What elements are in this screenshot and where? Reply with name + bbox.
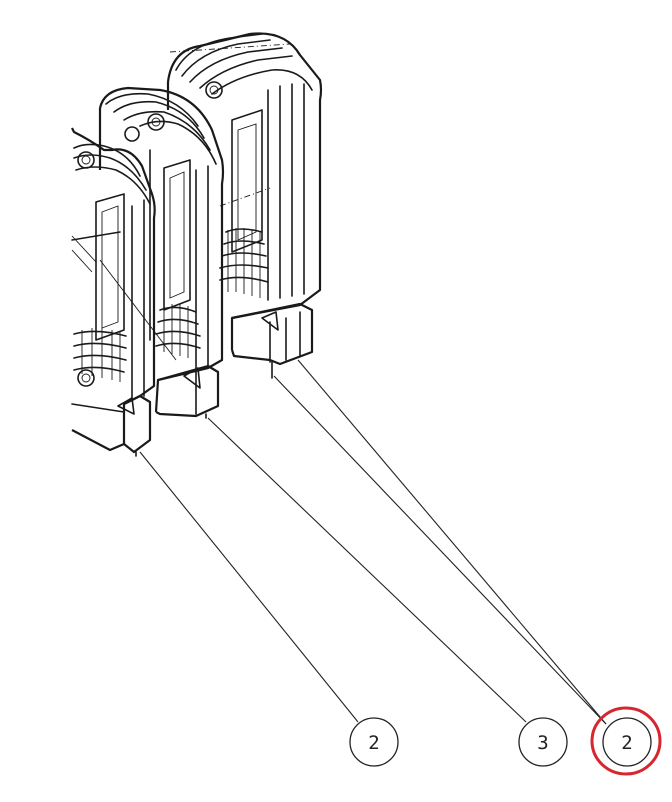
- leader-line: [273, 375, 607, 725]
- module-rear: [166, 32, 323, 379]
- module-front: [71, 127, 156, 457]
- callout-balloon: 2: [349, 717, 399, 767]
- callout-label: 3: [537, 732, 548, 754]
- callout-label: 2: [368, 732, 379, 754]
- phantom-line: [219, 187, 271, 207]
- leader-line: [207, 417, 527, 723]
- highlight-ring: [590, 706, 662, 776]
- callout-label: 2: [621, 732, 632, 754]
- callout-balloon: 2: [602, 717, 652, 767]
- callout-balloon: 3: [518, 717, 568, 767]
- phantom-line: [169, 43, 291, 53]
- leader-lines: [139, 359, 607, 725]
- module-middle: [98, 86, 225, 419]
- phantom-line: [99, 259, 177, 361]
- leader-line: [139, 451, 359, 723]
- leader-line: [297, 359, 607, 725]
